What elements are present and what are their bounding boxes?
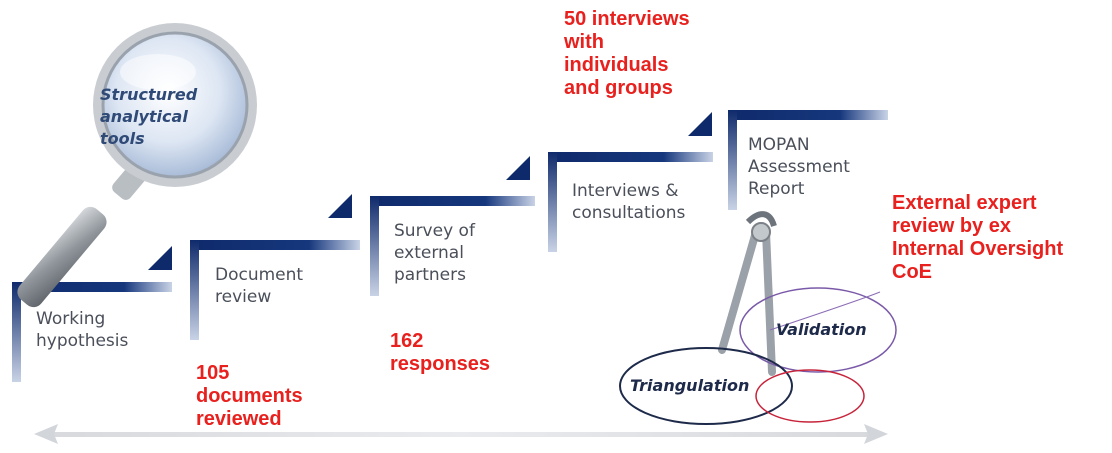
step-bracket-1 — [12, 282, 172, 382]
step-label-mopan-report: MOPAN Assessment Report — [748, 135, 850, 199]
step-bracket-4 — [506, 152, 713, 252]
step-bracket-5 — [688, 110, 888, 210]
lens-label: Structured analytical tools — [100, 85, 198, 148]
step-bracket-2 — [148, 240, 360, 340]
compass-icon — [718, 211, 777, 376]
timeline-arrow — [34, 424, 888, 444]
magnifying-glass-icon — [17, 23, 257, 308]
note-documents-reviewed: 105 documents reviewed — [196, 362, 303, 430]
triangulation-label: Triangulation — [630, 376, 750, 395]
step-label-survey: Survey of external partners — [394, 221, 475, 285]
step-label-working-hypothesis: Working hypothesis — [36, 309, 129, 351]
step-label-document-review: Document review — [215, 265, 304, 307]
note-survey-responses: 162 responses — [390, 330, 491, 375]
step-bracket-3 — [328, 194, 535, 296]
note-interviews: 50 interviews with individuals and group… — [564, 8, 690, 99]
step-label-interviews: Interviews & consultations — [572, 181, 686, 223]
validation-label: Validation — [776, 320, 867, 339]
triangulation-ellipses — [619, 287, 897, 425]
note-external-review: External expert review by ex Internal Ov… — [892, 192, 1064, 283]
